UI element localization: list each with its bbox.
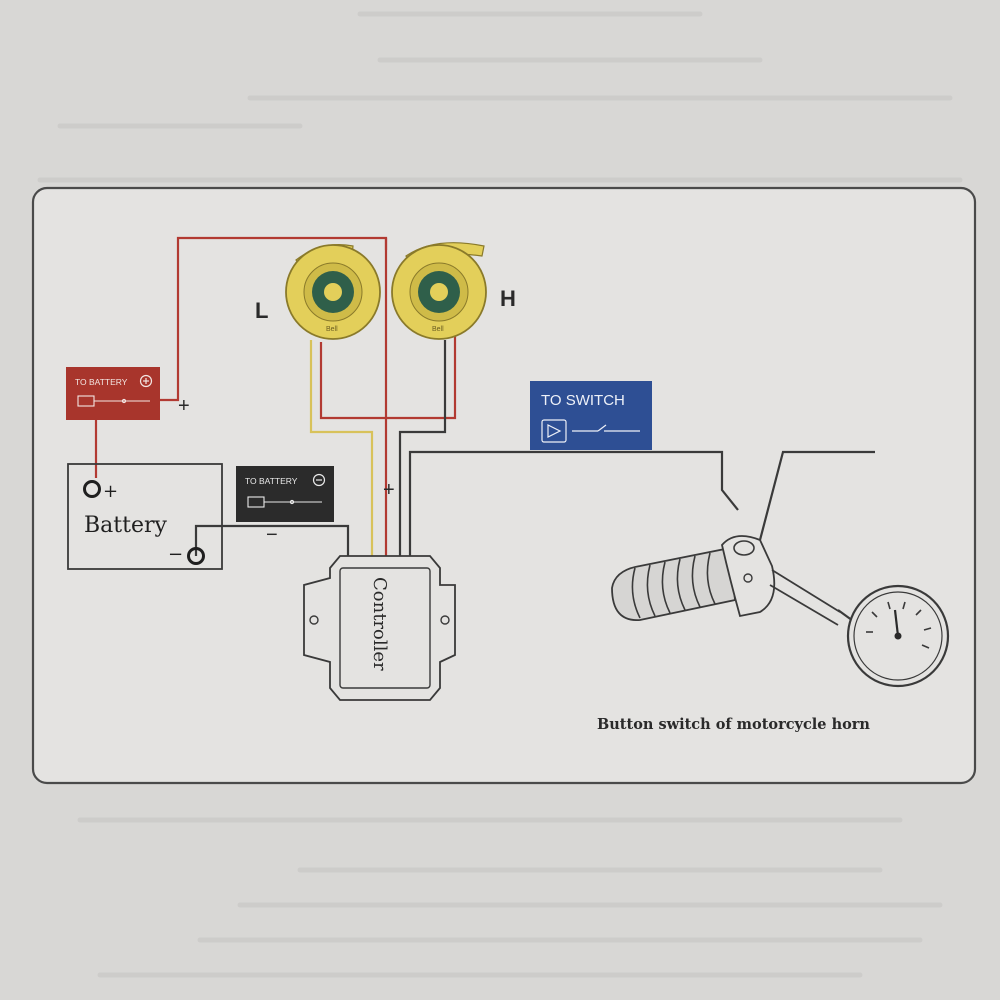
horn-right: Bell [391,242,487,340]
positive-terminal-icon [83,480,101,498]
plus-circle-icon [139,374,153,388]
horn-icon [285,244,381,340]
horn-icon [391,242,487,340]
to-battery-negative-label: TO BATTERY [245,476,298,486]
battery-icon [247,496,322,508]
speedometer-icon [846,584,950,688]
switch-caption: Button switch of motorcycle horn [597,716,870,733]
battery-label: Battery [84,513,168,538]
wire-mark-controller-positive: + [383,479,395,501]
to-battery-positive-box: TO BATTERY [66,367,160,420]
switch-icon [541,419,640,443]
battery-block: + Battery − [67,463,223,570]
to-switch-box: TO SWITCH [530,381,652,450]
diagram-frame [31,186,977,785]
wire-mark-positive: + [178,395,190,417]
faint-background-text [37,11,963,978]
battery-icon [77,395,150,407]
horn-right-label: H [500,286,516,311]
to-battery-negative-box: TO BATTERY [236,466,334,522]
horn-right-brand: Bell [432,326,444,333]
handlebar-grip-icon [611,535,841,626]
minus-circle-icon [312,473,326,487]
red-wires [94,236,457,556]
horn-left-brand: Bell [326,326,338,333]
controller-label: Controller [369,577,390,671]
controller-block: Controller [303,555,456,701]
to-battery-positive-label: TO BATTERY [75,377,128,387]
battery-positive-terminal: + [103,481,118,502]
battery-negative-terminal: − [168,544,183,565]
to-switch-label: TO SWITCH [541,392,625,409]
horn-left: Bell [285,244,381,340]
horn-left-label: L [255,298,268,323]
yellow-wire [309,340,374,556]
negative-terminal-icon [187,547,205,565]
wire-mark-negative: − [266,524,278,546]
